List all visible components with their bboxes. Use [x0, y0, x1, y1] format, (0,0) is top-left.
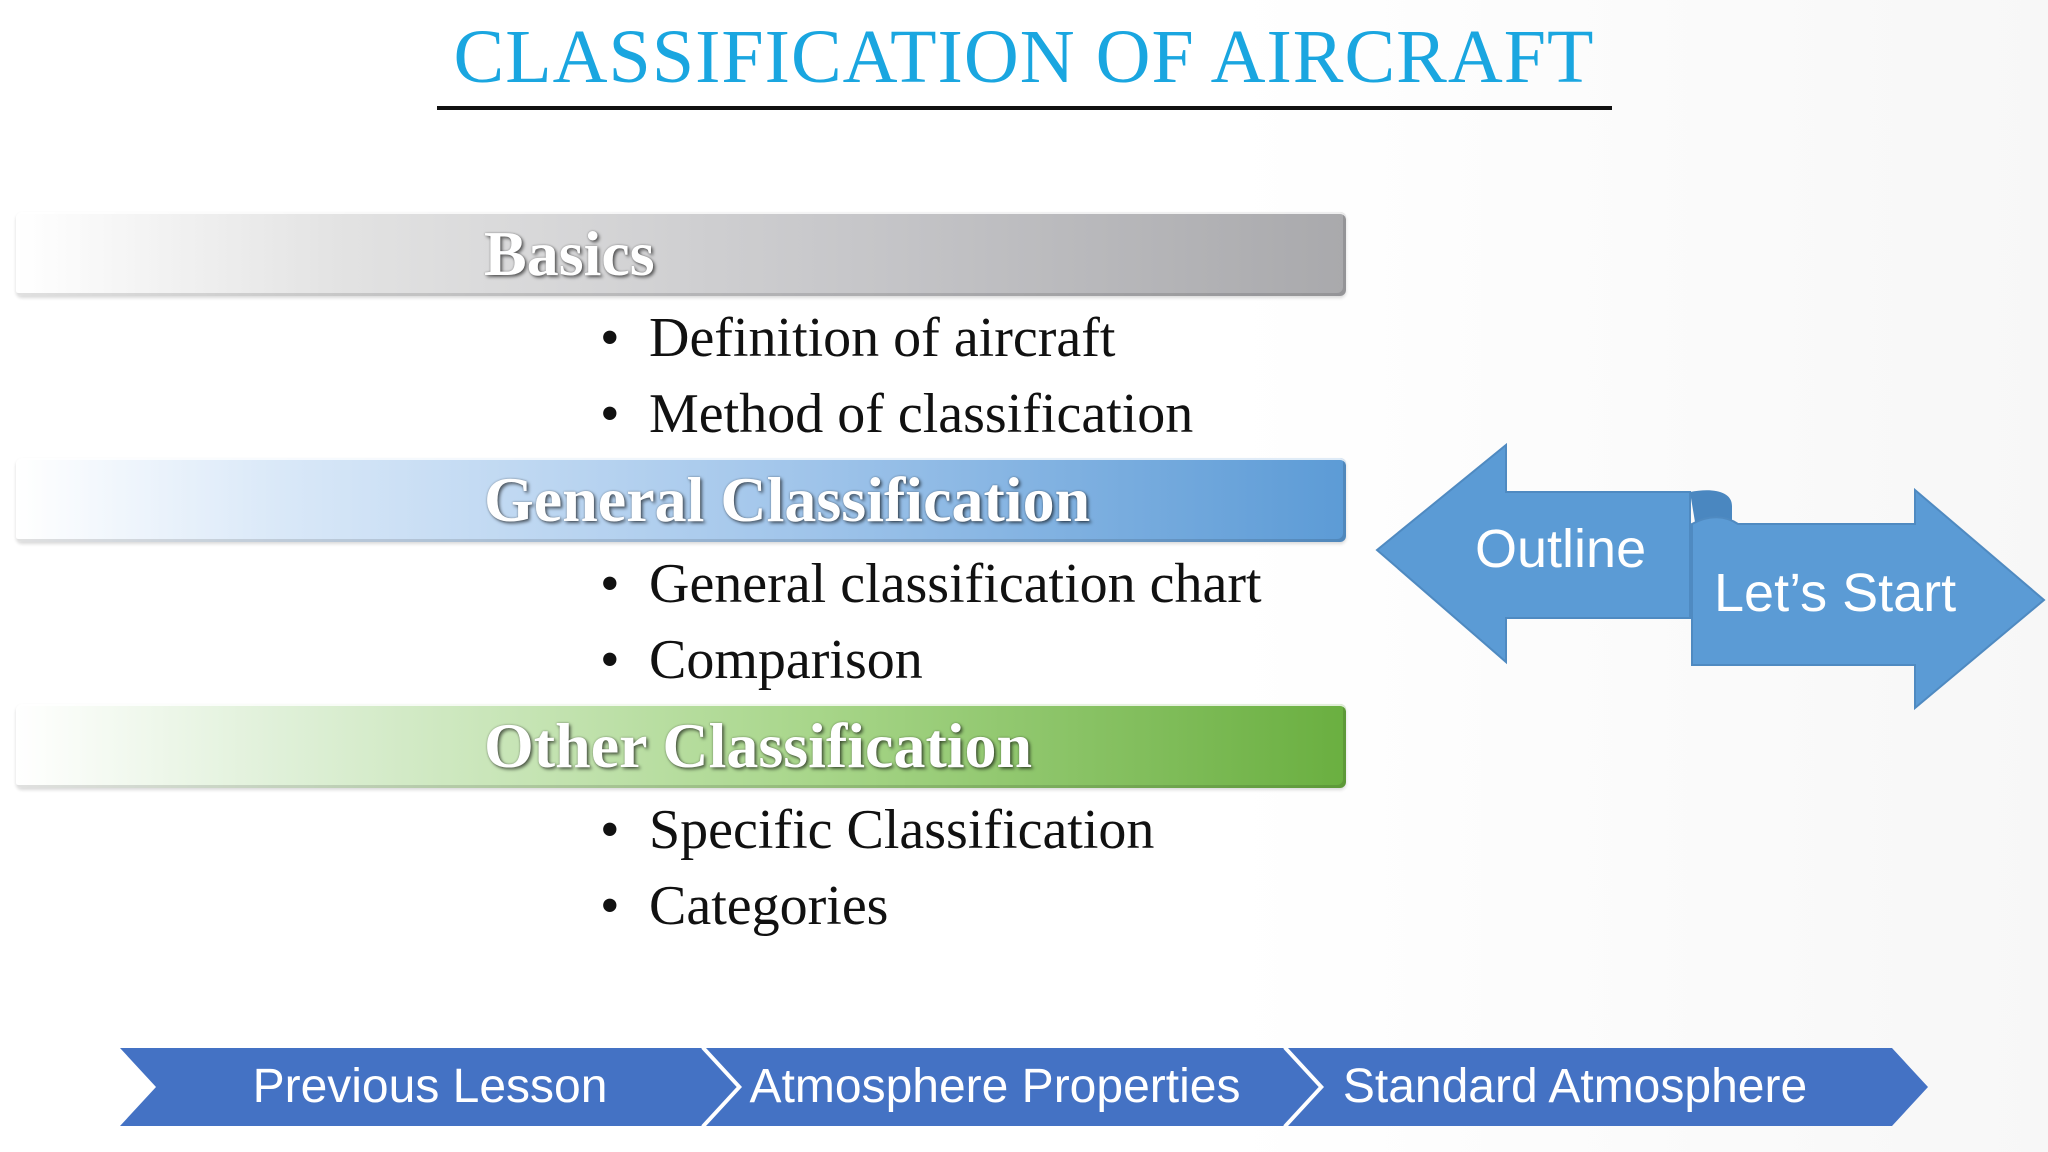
start-arrow-shape[interactable]: [1691, 487, 2046, 711]
nav-chevron-standard[interactable]: [1288, 1048, 1928, 1126]
section-heading-general-classification: General Classification: [484, 464, 1091, 535]
list-item: • Comparison: [600, 622, 1262, 698]
lets-start-label[interactable]: Let’s Start: [1714, 563, 1957, 623]
list-item: • Method of classification: [600, 376, 1193, 452]
list-item-text: General classification chart: [649, 553, 1262, 615]
bullet-icon: •: [600, 383, 620, 445]
list-item-text: Categories: [649, 875, 889, 937]
title-underline: [437, 106, 1612, 110]
section-list-other-classification: • Specific Classification • Categories: [600, 792, 1154, 944]
section-heading-basics: Basics: [484, 218, 655, 289]
lesson-navigation-shapes: [120, 1048, 1928, 1126]
list-item: • Definition of aircraft: [600, 300, 1193, 376]
list-item-text: Method of classification: [649, 383, 1194, 445]
list-item-text: Specific Classification: [649, 799, 1155, 861]
nav-standard-atmosphere-link[interactable]: Standard Atmosphere: [1342, 1060, 1808, 1113]
outline-label[interactable]: Outline: [1475, 519, 1647, 579]
bullet-icon: •: [600, 553, 620, 615]
bullet-icon: •: [600, 307, 620, 369]
list-item-text: Definition of aircraft: [649, 307, 1116, 369]
section-list-basics: • Definition of aircraft • Method of class…: [600, 300, 1193, 452]
bullet-icon: •: [600, 875, 620, 937]
nav-atmosphere-properties-link[interactable]: Atmosphere Properties: [749, 1060, 1241, 1113]
section-list-general-classification: • General classification chart • Compariso…: [600, 546, 1262, 698]
nav-divider: [701, 1048, 740, 1126]
nav-chevron-atmosphere[interactable]: [706, 1048, 1320, 1126]
section-bar-general-classification: General Classification: [16, 458, 1346, 542]
section-bar-basics: Basics: [16, 212, 1346, 296]
list-item-text: Comparison: [649, 629, 923, 691]
outline-arrow-shape[interactable]: [1375, 442, 1691, 665]
section-heading-other-classification: Other Classification: [484, 710, 1033, 781]
nav-chevron-previous[interactable]: [120, 1048, 738, 1126]
bullet-icon: •: [600, 629, 620, 691]
section-bar-other-classification: Other Classification: [16, 704, 1346, 788]
list-item: • General classification chart: [600, 546, 1262, 622]
lesson-navigation: Previous Lesson Atmosphere Properties St…: [120, 1048, 1930, 1126]
outline-start-arrows: [1375, 442, 2046, 711]
bullet-icon: •: [600, 799, 620, 861]
nav-previous-lesson-link[interactable]: Previous Lesson: [252, 1060, 608, 1113]
list-item: • Categories: [600, 868, 1154, 944]
list-item: • Specific Classification: [600, 792, 1154, 868]
nav-divider: [1283, 1048, 1322, 1126]
slide-title: CLASSIFICATION OF AIRCRAFT: [453, 15, 1595, 99]
